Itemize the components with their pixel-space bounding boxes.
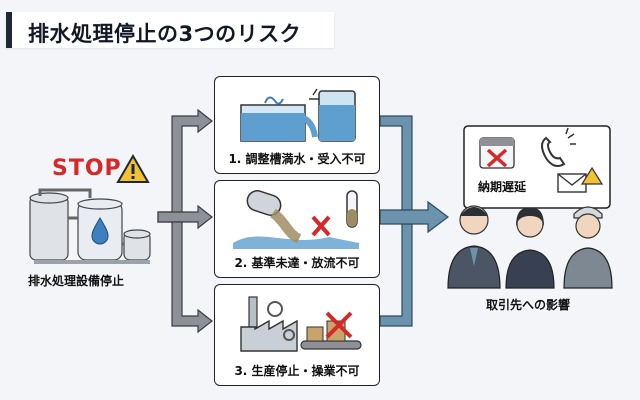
stop-label: STOP [52,156,122,181]
risk-card-3-title: 3. 生産停止・操業不可 [234,364,360,378]
impact-label: 取引先への影響 [486,298,571,312]
person-1 [447,205,501,289]
page-title: 排水処理停止の3つのリスク [28,22,302,46]
facility-label: 排水処理設備停止 [28,274,125,288]
impact-board [463,125,611,209]
title-bar: 排水処理停止の3つのリスク [6,12,334,48]
phone-icon [541,127,576,167]
arrow-card1-to-impact [379,115,413,211]
person-3 [563,206,613,289]
factory-stopped-icon [240,296,362,352]
calendar-icon [479,137,515,169]
business-people-icon [447,205,613,289]
treatment-facility-icon [29,188,151,264]
arrow-facility-to-card2 [157,204,213,230]
risk-card-1: 1. 調整槽満水・受入不可 [214,76,380,174]
risk-card-1-title: 1. 調整槽満水・受入不可 [228,152,366,166]
overflow-tank-icon [240,88,356,142]
email-warning-icon [557,166,604,193]
discharge-pipe-icon [233,190,359,249]
delay-label: 納期遅延 [478,180,527,194]
risk-card-2: 2. 基準未達・放流不可 [214,180,380,278]
arrow-card2-to-impact [379,200,449,234]
arrow-card3-to-impact [379,223,413,327]
risk-card-3: 3. 生産停止・操業不可 [214,284,380,386]
arrow-facility-to-card1 [157,108,213,223]
warning-icon [116,154,150,183]
arrow-facility-to-card3 [171,221,213,334]
risk-card-2-title: 2. 基準未達・放流不可 [234,256,360,270]
person-2 [505,207,555,289]
